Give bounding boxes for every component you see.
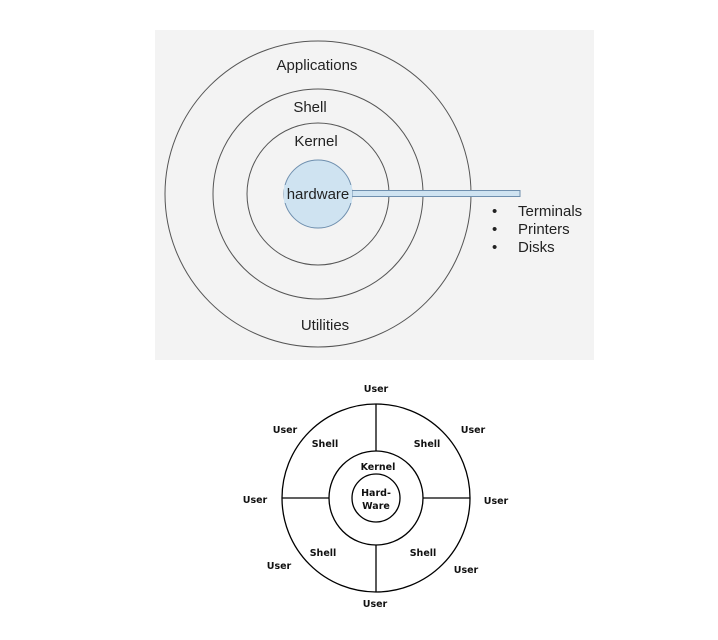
shell-label: Shell [312, 439, 339, 450]
device-connector [351, 190, 521, 197]
user-label: User [484, 496, 509, 507]
user-label: User [454, 565, 479, 576]
device-list: • Terminals • Printers • Disks [492, 203, 582, 256]
device-item: Terminals [518, 203, 582, 220]
user-label: User [363, 599, 388, 610]
user-shell-diagram: User User User User User User User User … [243, 384, 509, 610]
user-label: User [273, 425, 298, 436]
device-bullet: • [492, 221, 497, 238]
user-label: User [267, 561, 292, 572]
utilities-label: Utilities [301, 317, 349, 334]
shell-label: Shell [293, 99, 326, 116]
shell-label: Shell [410, 548, 437, 559]
device-item: Printers [518, 221, 570, 238]
hardware-label: hardware [287, 186, 350, 203]
user-label: User [243, 495, 268, 506]
device-bullet: • [492, 203, 497, 220]
device-item: Disks [518, 239, 555, 256]
kernel-label: Kernel [294, 133, 337, 150]
shell-label: Shell [414, 439, 441, 450]
user-label: User [364, 384, 389, 395]
user-label: User [461, 425, 486, 436]
kernel-label: Kernel [361, 462, 396, 473]
hardware-label-line1: Hard- [361, 488, 391, 499]
hardware-core-inner [351, 473, 401, 523]
shell-label: Shell [310, 548, 337, 559]
hardware-label-bg [284, 185, 352, 203]
layered-os-diagram: Applications Shell Kernel hardware Utili… [155, 30, 594, 360]
hardware-label-line2: Ware [362, 501, 390, 512]
applications-label: Applications [277, 57, 358, 74]
device-bullet: • [492, 239, 497, 256]
